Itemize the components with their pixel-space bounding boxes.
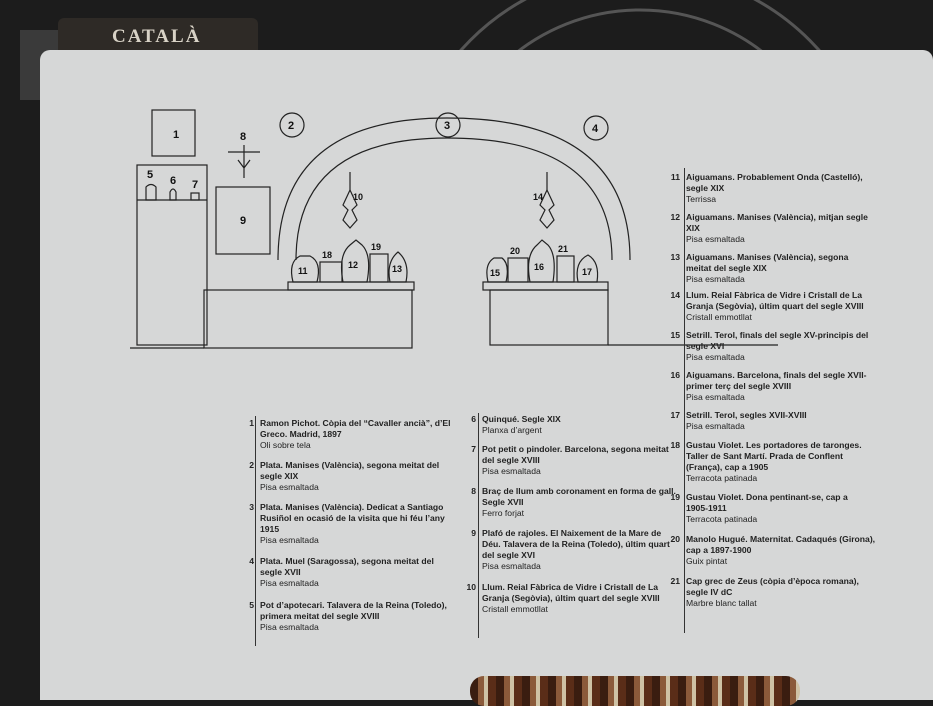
- entry-title: Gustau Violet. Dona pentinant-se, cap a …: [686, 492, 848, 513]
- language-label: CATALÀ: [112, 26, 202, 47]
- entry-material: Pisa esmaltada: [686, 274, 745, 284]
- info-sheet: [40, 50, 933, 700]
- entry-material: Terrissa: [686, 194, 717, 204]
- entry-number: 20: [670, 534, 680, 544]
- entry-number: 15: [670, 330, 680, 340]
- label-8: 8: [240, 131, 246, 143]
- entry-number: 9: [471, 528, 476, 538]
- label-2: 2: [288, 120, 294, 132]
- entry-title: Setrill. Terol, segles XVII-XVIII: [686, 410, 807, 420]
- entry-number: 11: [670, 172, 680, 182]
- entry-material: Pisa esmaltada: [260, 535, 319, 545]
- entry-material: Pisa esmaltada: [686, 352, 745, 362]
- entry-title: Plata. Manises (València), segona meitat…: [260, 460, 440, 481]
- entry-number: 10: [466, 582, 476, 592]
- label-4: 4: [592, 123, 599, 135]
- entry-title: Ramon Pichot. Còpia del “Cavaller ancià”…: [260, 418, 451, 439]
- entry-number: 5: [249, 600, 254, 610]
- right-column-rule: [684, 168, 685, 633]
- entry-number: 12: [670, 212, 680, 222]
- entry-number: 16: [670, 370, 680, 380]
- entry-number: 18: [670, 440, 680, 450]
- entry-material: Marbre blanc tallat: [686, 598, 757, 608]
- entry-title: Plafó de rajoles. El Naixement de la Mar…: [482, 528, 670, 560]
- label-6: 6: [170, 175, 176, 187]
- entry-material: Oli sobre tela: [260, 440, 311, 450]
- left-column-rule: [255, 416, 256, 646]
- entry-material: Ferro forjat: [482, 508, 525, 518]
- knitted-fabric: [470, 676, 800, 706]
- label-12: 12: [348, 260, 358, 270]
- label-3: 3: [444, 120, 450, 132]
- entry-title: Plata. Muel (Saragossa), segona meitat d…: [260, 556, 434, 577]
- entry-title: Cap grec de Zeus (còpia d’època romana),…: [686, 576, 859, 597]
- label-15: 15: [490, 268, 500, 278]
- left-cabinet: [136, 164, 208, 346]
- label-9: 9: [240, 215, 246, 227]
- label-1: 1: [173, 129, 179, 141]
- label-11: 11: [298, 266, 308, 276]
- entry-title: Aiguamans. Manises (València), mitjan se…: [686, 212, 868, 233]
- entry-title: Aiguamans. Manises (València), segona me…: [686, 252, 849, 273]
- label-10: 10: [353, 192, 363, 202]
- label-7: 7: [192, 179, 198, 191]
- entry-title: Gustau Violet. Les portadores de taronge…: [686, 440, 862, 472]
- entry-title: Quinqué. Segle XIX: [482, 414, 561, 424]
- label-19: 19: [371, 242, 381, 252]
- label-13: 13: [392, 264, 402, 274]
- entry-material: Pisa esmaltada: [482, 466, 541, 476]
- entry-material: Pisa esmaltada: [260, 482, 319, 492]
- entry-material: Guix pintat: [686, 556, 728, 566]
- entry-material: Pisa esmaltada: [686, 234, 745, 244]
- entry-title: Braç de llum amb coronament en forma de …: [482, 486, 676, 507]
- entry-material: Pisa esmaltada: [686, 392, 745, 402]
- entry-title: Setrill. Terol, finals del segle XV-prin…: [686, 330, 869, 351]
- entry-title: Llum. Reial Fàbrica de Vidre i Cristall …: [686, 290, 864, 311]
- entry-material: Pisa esmaltada: [482, 561, 541, 571]
- label-5: 5: [147, 169, 153, 181]
- label-18: 18: [322, 250, 332, 260]
- label-17: 17: [582, 267, 592, 277]
- entry-number: 6: [471, 414, 476, 424]
- entry-material: Pisa esmaltada: [260, 578, 319, 588]
- entry-title: Pot d’apotecari. Talavera de la Reina (T…: [260, 600, 447, 621]
- entry-title: Aiguamans. Probablement Onda (Castelló),…: [686, 172, 863, 193]
- label-21: 21: [558, 244, 568, 254]
- entry-number: 1: [249, 418, 254, 428]
- entry-number: 3: [249, 502, 254, 512]
- entry-number: 8: [471, 486, 476, 496]
- entry-title: Llum. Reial Fàbrica de Vidre i Cristall …: [482, 582, 660, 603]
- tile-panel-9: [215, 186, 271, 255]
- entry-material: Terracota patinada: [686, 514, 758, 524]
- entry-title: Plata. Manises (València). Dedicat a San…: [260, 502, 445, 534]
- entry-number: 4: [249, 556, 254, 566]
- entry-number: 13: [670, 252, 680, 262]
- entry-material: Pisa esmaltada: [260, 622, 319, 632]
- entry-material: Cristall emmotllat: [686, 312, 752, 322]
- label-20: 20: [510, 246, 520, 256]
- entry-number: 14: [670, 290, 680, 300]
- entry-title: Pot petit o pindoler. Barcelona, segona …: [482, 444, 669, 465]
- entry-number: 19: [670, 492, 680, 502]
- entry-material: Terracota patinada: [686, 473, 758, 483]
- entry-material: Cristall emmotllat: [482, 604, 548, 614]
- painting-1-frame: [151, 109, 196, 157]
- entry-title: Manolo Hugué. Maternitat. Cadaqués (Giro…: [686, 534, 876, 555]
- middle-column-rule: [478, 413, 479, 638]
- label-16: 16: [534, 262, 544, 272]
- entry-material: Planxa d’argent: [482, 425, 542, 435]
- entry-title: Aiguamans. Barcelona, finals del segle X…: [686, 370, 867, 391]
- label-14: 14: [533, 192, 543, 202]
- entry-material: Pisa esmaltada: [686, 421, 745, 431]
- entry-number: 17: [670, 410, 680, 420]
- entry-number: 21: [670, 576, 680, 586]
- entry-number: 2: [249, 460, 254, 470]
- entry-number: 7: [471, 444, 476, 454]
